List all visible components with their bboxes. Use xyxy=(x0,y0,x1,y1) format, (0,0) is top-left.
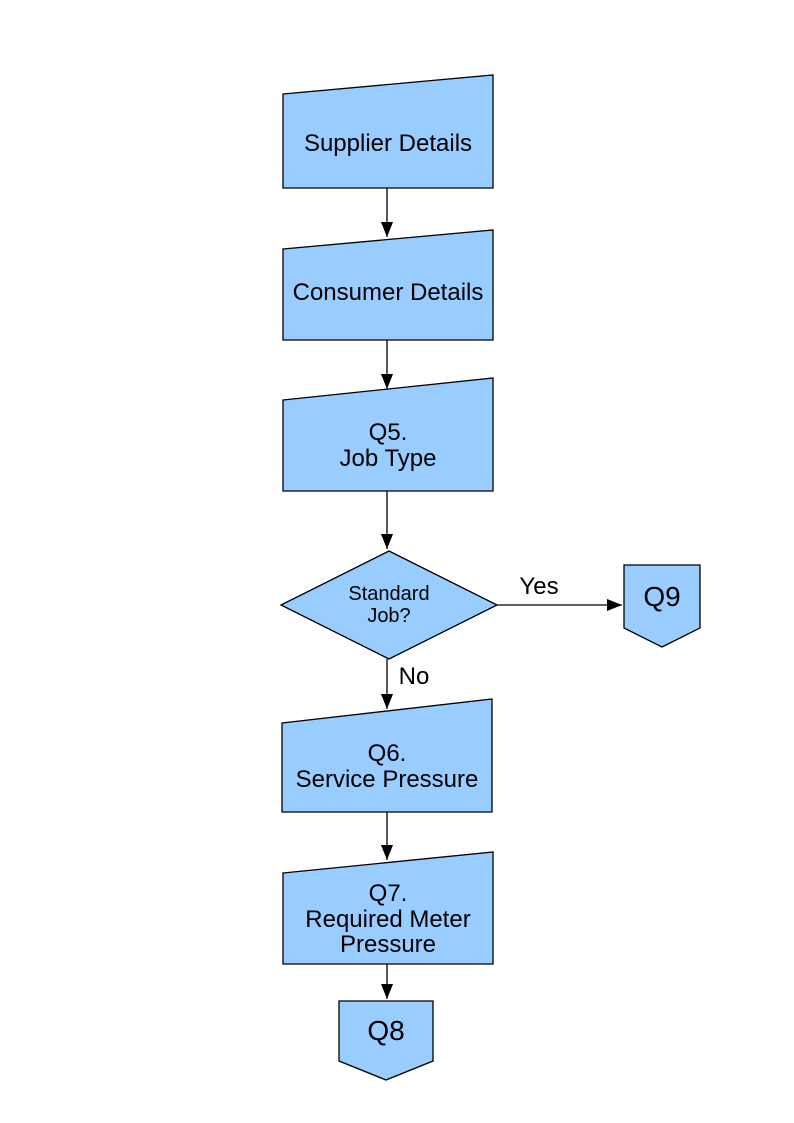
node-label-line2: Job Type xyxy=(340,445,437,472)
node-q6-service-pressure: Q6. Service Pressure xyxy=(281,698,493,813)
node-label: Q9 xyxy=(643,581,680,612)
node-label-line2: Job? xyxy=(367,605,410,627)
node-label-line2: Service Pressure xyxy=(296,766,479,793)
manual-input-shape xyxy=(282,229,494,341)
manual-input-shape xyxy=(282,377,494,492)
off-page-connector-shape xyxy=(338,1000,434,1081)
node-q5-job-type: Q5. Job Type xyxy=(282,377,494,492)
node-q9-connector: Q9 xyxy=(623,564,701,648)
node-label-line1: Standard xyxy=(348,583,429,605)
node-supplier-details: Supplier Details xyxy=(282,74,494,189)
node-consumer-details: Consumer Details xyxy=(282,229,494,341)
node-q7-required-meter-pressure: Q7. Required Meter Pressure xyxy=(282,851,494,965)
node-q8-connector: Q8 xyxy=(338,1000,434,1081)
node-label-line3: Pressure xyxy=(340,931,436,958)
node-label-line1: Q5. xyxy=(369,419,408,446)
manual-input-shape xyxy=(282,851,494,965)
decision-diamond-shape xyxy=(279,550,499,660)
yes-branch-label: Yes xyxy=(519,573,558,600)
manual-input-shape xyxy=(282,74,494,189)
node-label-line1: Q6. xyxy=(368,740,407,767)
no-branch-label: No xyxy=(399,663,430,690)
manual-input-shape xyxy=(281,698,493,813)
node-label-line1: Q7. xyxy=(369,880,408,907)
node-standard-job-decision: Standard Job? xyxy=(279,550,499,660)
node-label: Q8 xyxy=(367,1015,404,1046)
node-label: Supplier Details xyxy=(304,130,472,157)
node-label-line2: Required Meter xyxy=(305,906,470,933)
node-label: Consumer Details xyxy=(293,279,484,306)
off-page-connector-shape xyxy=(623,564,701,648)
